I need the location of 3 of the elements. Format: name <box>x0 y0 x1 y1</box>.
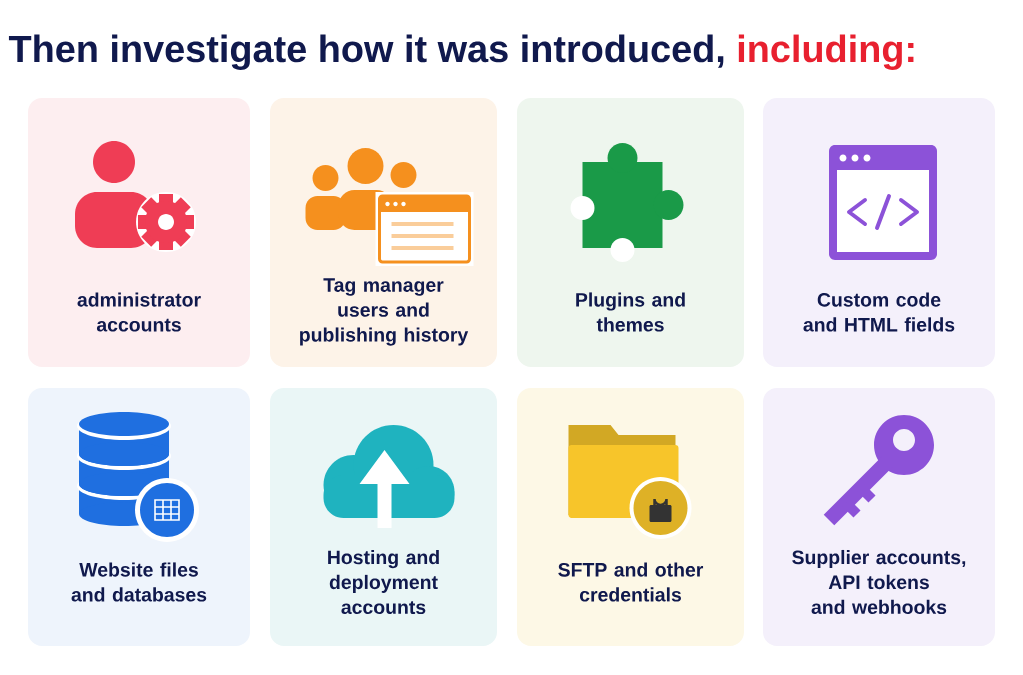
title: Then investigate how it was introduced, <box>8 34 724 70</box>
title-highlight: including: <box>738 34 914 70</box>
card: Supplier accounts, API tokens and webhooks <box>763 388 995 646</box>
